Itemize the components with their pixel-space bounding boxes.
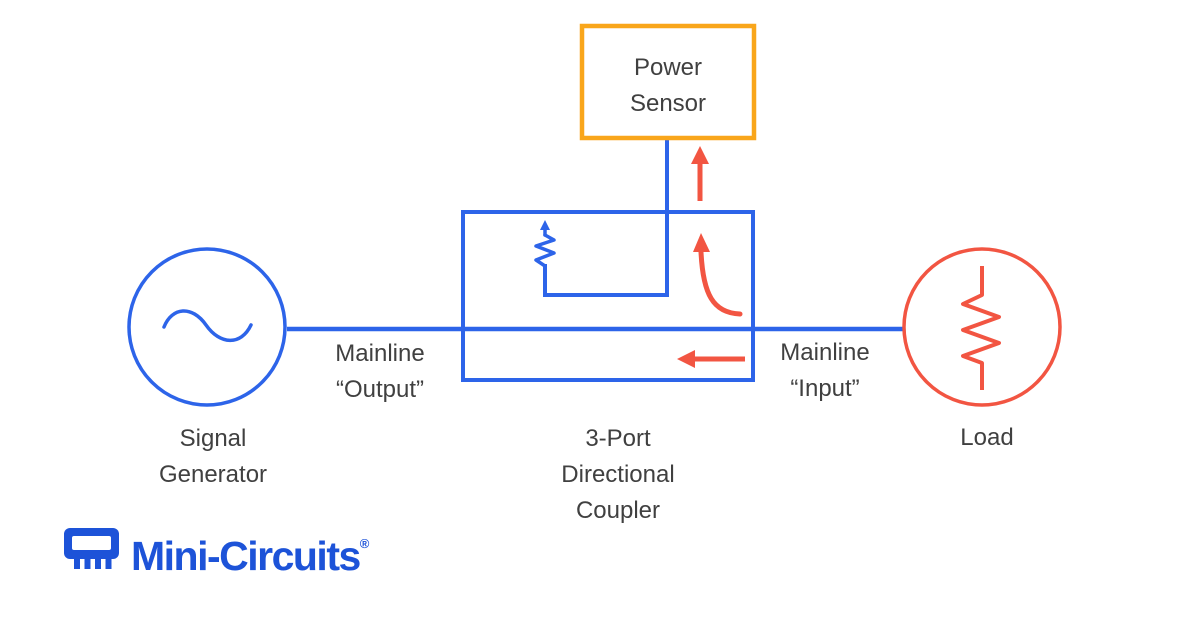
coupler-label: 3-Port Directional Coupler [561,425,675,524]
coupler-box [461,210,755,382]
logo-name-text: Mini-Circuits [131,533,361,579]
mini-circuits-case-icon [64,528,119,569]
power-sensor-box [579,23,757,141]
mini-circuits-wordmark: Mini-Circuits® [131,521,369,579]
load-symbol [902,247,1062,407]
coupled-line [543,264,667,297]
power-sensor-label: Power Sensor [629,54,707,117]
signal-generator-symbol [127,247,287,407]
mainline-input-label: Mainline “Input” [780,339,870,402]
load-circle [902,247,1062,407]
signal-generator-circle [127,247,287,407]
mainline-output-label: Mainline “Output” [335,340,425,403]
sensor-feed-arrow [691,146,709,201]
coupled-path-arrow [693,233,743,317]
signal-generator-label: Signal Generator [158,425,268,488]
termination-resistor-icon [534,220,556,268]
registered-trademark-symbol: ® [359,536,370,551]
mini-circuits-logo: Mini-Circuits® [64,521,369,579]
sine-wave-icon [162,309,253,342]
reflected-wave-arrow [677,350,745,368]
load-label: Load [960,424,1014,451]
resistor-icon [961,266,1001,390]
